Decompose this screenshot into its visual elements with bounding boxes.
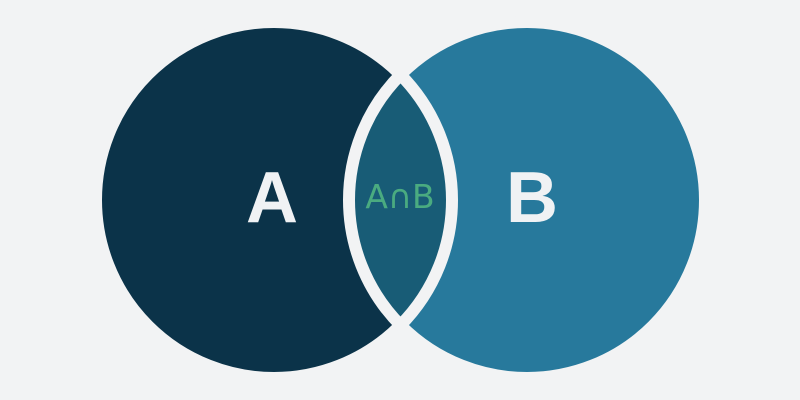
set-b-circle <box>349 22 705 378</box>
set-a-outline <box>90 16 458 384</box>
set-a-circle <box>96 22 452 378</box>
set-b-label: B <box>506 158 558 238</box>
intersection-region <box>349 74 452 326</box>
intersection-label: A∩B <box>365 177 434 216</box>
set-b-outline <box>343 16 711 384</box>
set-a-label: A <box>246 158 298 238</box>
